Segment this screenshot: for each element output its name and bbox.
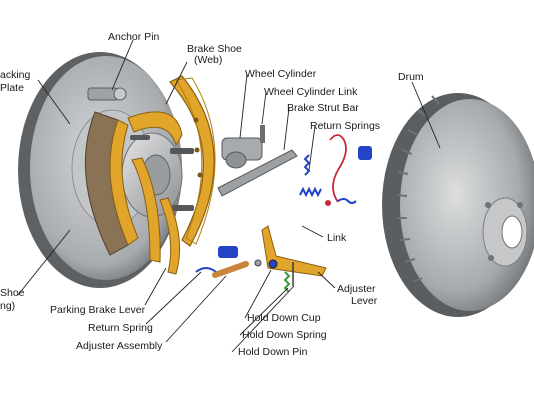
adjuster-screw [212, 261, 249, 278]
label-wheel-cylinder-link: Wheel Cylinder Link [264, 86, 358, 98]
wheel-stud [172, 205, 194, 211]
label-shoe-lining: Shoe [0, 287, 25, 299]
brake-shoe-web [127, 111, 183, 263]
parking-brake-lever-part [159, 197, 181, 275]
label-drum: Drum [398, 71, 424, 83]
leader-lines [17, 39, 441, 353]
label-adjuster-lever: Adjuster [337, 283, 376, 295]
anchor-pin-part [87, 87, 127, 101]
label-brake-shoe-web: Brake Shoe [187, 43, 242, 55]
small-hardware [195, 246, 294, 293]
label-return-springs: Return Springs [310, 120, 380, 132]
label-backing-plate-sub: Plate [0, 82, 24, 94]
label-adjuster-assembly: Adjuster Assembly [76, 340, 163, 352]
brake-shoe-right [169, 75, 216, 247]
wheel-cylinder-part [221, 125, 265, 169]
wheel-stud [130, 135, 150, 140]
label-link: Link [327, 232, 347, 244]
brake-shoe-lining [84, 111, 139, 256]
label-wheel-cylinder: Wheel Cylinder [245, 68, 317, 80]
label-hold-down-pin: Hold Down Pin [238, 346, 308, 358]
brake-strut-bar-part [217, 149, 298, 197]
return-springs-part [299, 134, 372, 206]
brake-drum [382, 93, 534, 317]
label-parking-brake-lever: Parking Brake Lever [50, 304, 146, 316]
wheel-hub [121, 132, 194, 218]
label-brake-strut-bar: Brake Strut Bar [287, 102, 359, 114]
label-backing-plate: acking [0, 69, 31, 81]
drum-center-hole [501, 215, 523, 249]
label-return-spring: Return Spring [88, 322, 153, 334]
label-hold-down-cup: Hold Down Cup [247, 312, 321, 324]
drum-fins [396, 95, 440, 283]
label-adjuster-lever-sub: Lever [351, 295, 378, 307]
hold-down-spring-part [283, 271, 291, 293]
label-brake-shoe-web-sub: (Web) [194, 54, 222, 66]
wheel-stud [170, 148, 194, 154]
label-hold-down-spring: Hold Down Spring [242, 329, 327, 341]
label-anchor-pin: Anchor Pin [108, 31, 160, 43]
label-shoe-lining-sub: ng) [0, 300, 15, 312]
